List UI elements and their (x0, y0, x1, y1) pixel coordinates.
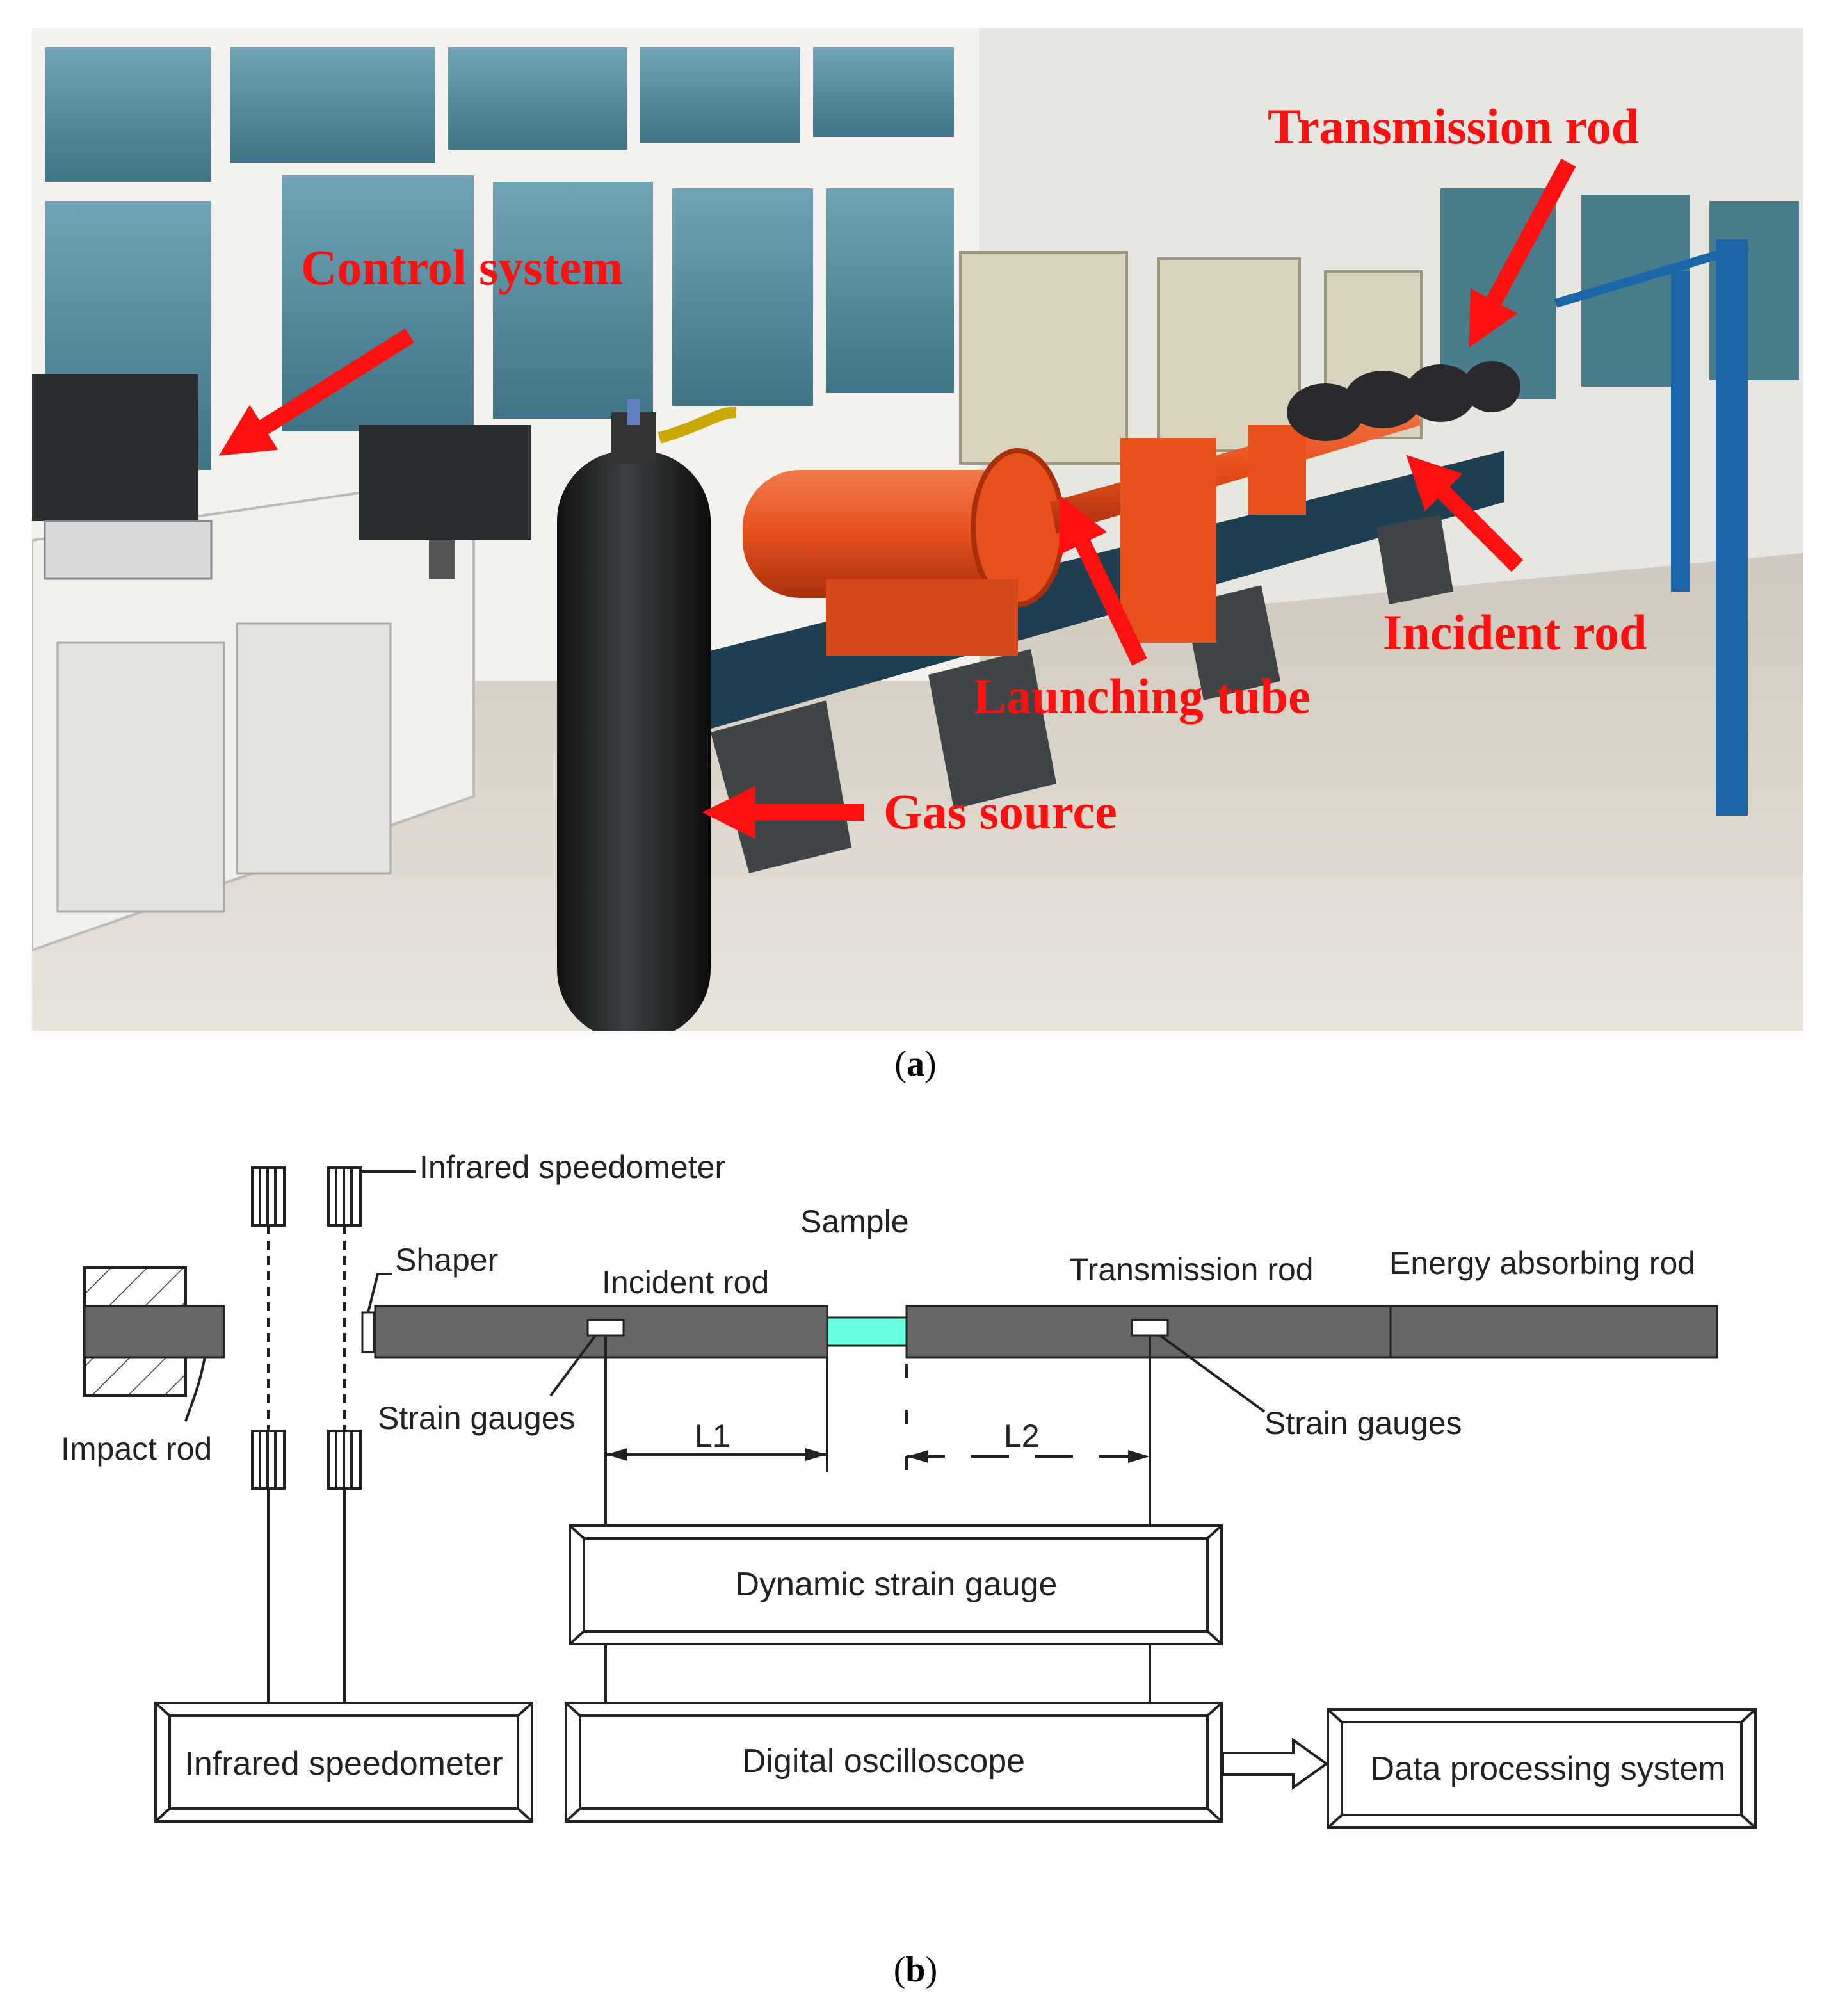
ir-sensor-bottom-2 (327, 1430, 362, 1490)
label-l1: L1 (695, 1418, 730, 1454)
svg-text:Control system: Control system (301, 239, 623, 295)
box-digital-oscilloscope: Digital oscilloscope (565, 1702, 1223, 1823)
svg-text:Transmission rod: Transmission rod (1268, 99, 1639, 154)
shaper (361, 1311, 375, 1353)
leader-impact-rod (184, 1357, 206, 1422)
arrow-to-data-processing (1222, 1738, 1329, 1790)
leader-shaper (367, 1273, 392, 1313)
svg-text:Data processing system: Data processing system (1371, 1750, 1726, 1787)
ir-sensor-top-1 (251, 1166, 286, 1227)
label-l2: L2 (1004, 1418, 1040, 1454)
leader-strain-gauge-right (1159, 1334, 1266, 1413)
arrow-incident-rod (1406, 455, 1524, 572)
label-sample: Sample (800, 1204, 909, 1239)
box-dynamic-strain-gauge: Dynamic strain gauge (569, 1524, 1223, 1645)
label-incident-rod: Incident rod (1383, 604, 1647, 660)
caption-a-wrap: (a) (894, 1044, 936, 1084)
arrow-launching-tube (1059, 495, 1147, 666)
control-desk (32, 374, 531, 952)
svg-text:Launching tube: Launching tube (973, 668, 1311, 724)
energy-absorbing-rod (1389, 1305, 1718, 1359)
label-launching-tube: Launching tube (973, 668, 1311, 724)
impact-rod (83, 1305, 225, 1359)
label-impact-rod: Impact rod (61, 1431, 212, 1467)
floor (32, 553, 1803, 1031)
svg-text:Gas source: Gas source (883, 784, 1117, 839)
label-strain-gauges-left: Strain gauges (378, 1400, 576, 1436)
box-data-processing-system: Data processing system (1327, 1708, 1757, 1829)
strain-gauge-incident (586, 1319, 625, 1337)
svg-text:Infrared speedometer: Infrared speedometer (184, 1745, 503, 1782)
label-energy-absorbing-rod: Energy absorbing rod (1389, 1245, 1695, 1281)
arrow-transmission-rod (1469, 158, 1576, 348)
arrow-control-system (218, 328, 414, 456)
label-strain-gauges-right: Strain gauges (1264, 1405, 1462, 1441)
label-gas-source: Gas source (883, 784, 1117, 839)
sample (826, 1316, 908, 1347)
ir-sensor-top-2 (327, 1166, 362, 1227)
svg-text:Digital oscilloscope: Digital oscilloscope (742, 1743, 1025, 1780)
gas-cylinder (557, 399, 737, 1031)
blue-frame (1554, 239, 1750, 816)
label-shaper: Shaper (395, 1242, 498, 1278)
leader-strain-gauge-left (549, 1334, 597, 1397)
shpb-schematic: Infrared speedometer Impact rod Shaper I… (61, 1149, 1757, 1990)
lab-photo: Control system Transmission rod Incident… (32, 28, 1803, 1031)
label-control-system: Control system (301, 239, 623, 295)
label-incident-rod: Incident rod (602, 1264, 769, 1300)
rod-assembly (1287, 361, 1520, 441)
caption-a: (a) (894, 1044, 936, 1084)
label-transmission-rod: Transmission rod (1268, 99, 1639, 154)
ir-sensor-bottom-1 (251, 1430, 286, 1490)
box-infrared-speedometer: Infrared speedometer (154, 1702, 533, 1823)
caption-b: (b) (894, 1950, 937, 1990)
label-ir-speedometer-top: Infrared speedometer (419, 1149, 725, 1185)
label-transmission-rod: Transmission rod (1069, 1252, 1314, 1287)
svg-text:Dynamic strain gauge: Dynamic strain gauge (736, 1566, 1058, 1603)
strain-gauge-transmission (1131, 1319, 1169, 1337)
svg-text:Incident rod: Incident rod (1383, 604, 1647, 660)
